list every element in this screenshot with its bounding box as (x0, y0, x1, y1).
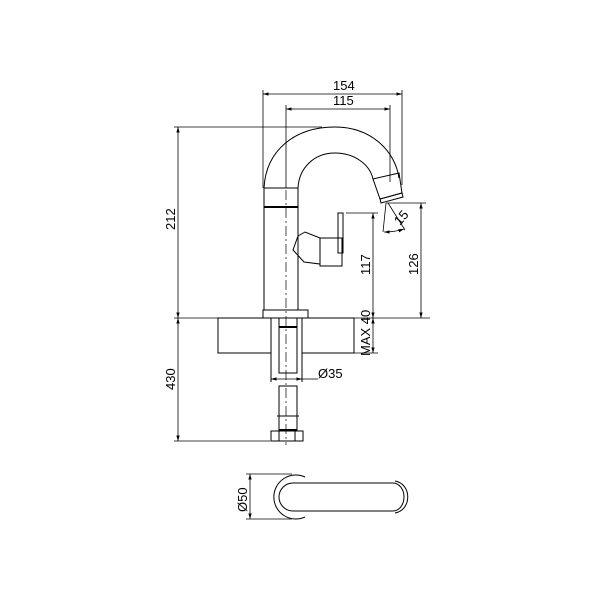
dim-117: 117 (358, 254, 373, 275)
spout-outer (263, 126, 400, 189)
dim-hole-35: Ø35 (318, 366, 343, 381)
aerator (379, 192, 404, 204)
dim-430: 430 (163, 368, 178, 390)
base-plate (262, 309, 309, 319)
dimension-lines (176, 92, 423, 520)
dim-126: 126 (406, 253, 421, 275)
spout-tip (372, 172, 403, 200)
shank-hose (270, 317, 304, 442)
lever-plate (337, 212, 344, 254)
spout-inner (297, 152, 374, 189)
extension-lines (174, 90, 430, 442)
countertop-section (217, 317, 355, 354)
handle-cone (292, 231, 321, 265)
hose-nut (270, 430, 304, 442)
faucet-elevation (262, 126, 404, 445)
dim-max-40: MAX 40 (358, 310, 373, 356)
dim-15: 15 (391, 207, 412, 228)
dim-212: 212 (163, 208, 178, 230)
handle-connector (319, 237, 343, 267)
dim-115: 115 (333, 93, 354, 108)
faucet-plan-view (273, 474, 409, 520)
dim-base-50: Ø50 (235, 487, 250, 512)
dim-154: 154 (333, 78, 355, 93)
